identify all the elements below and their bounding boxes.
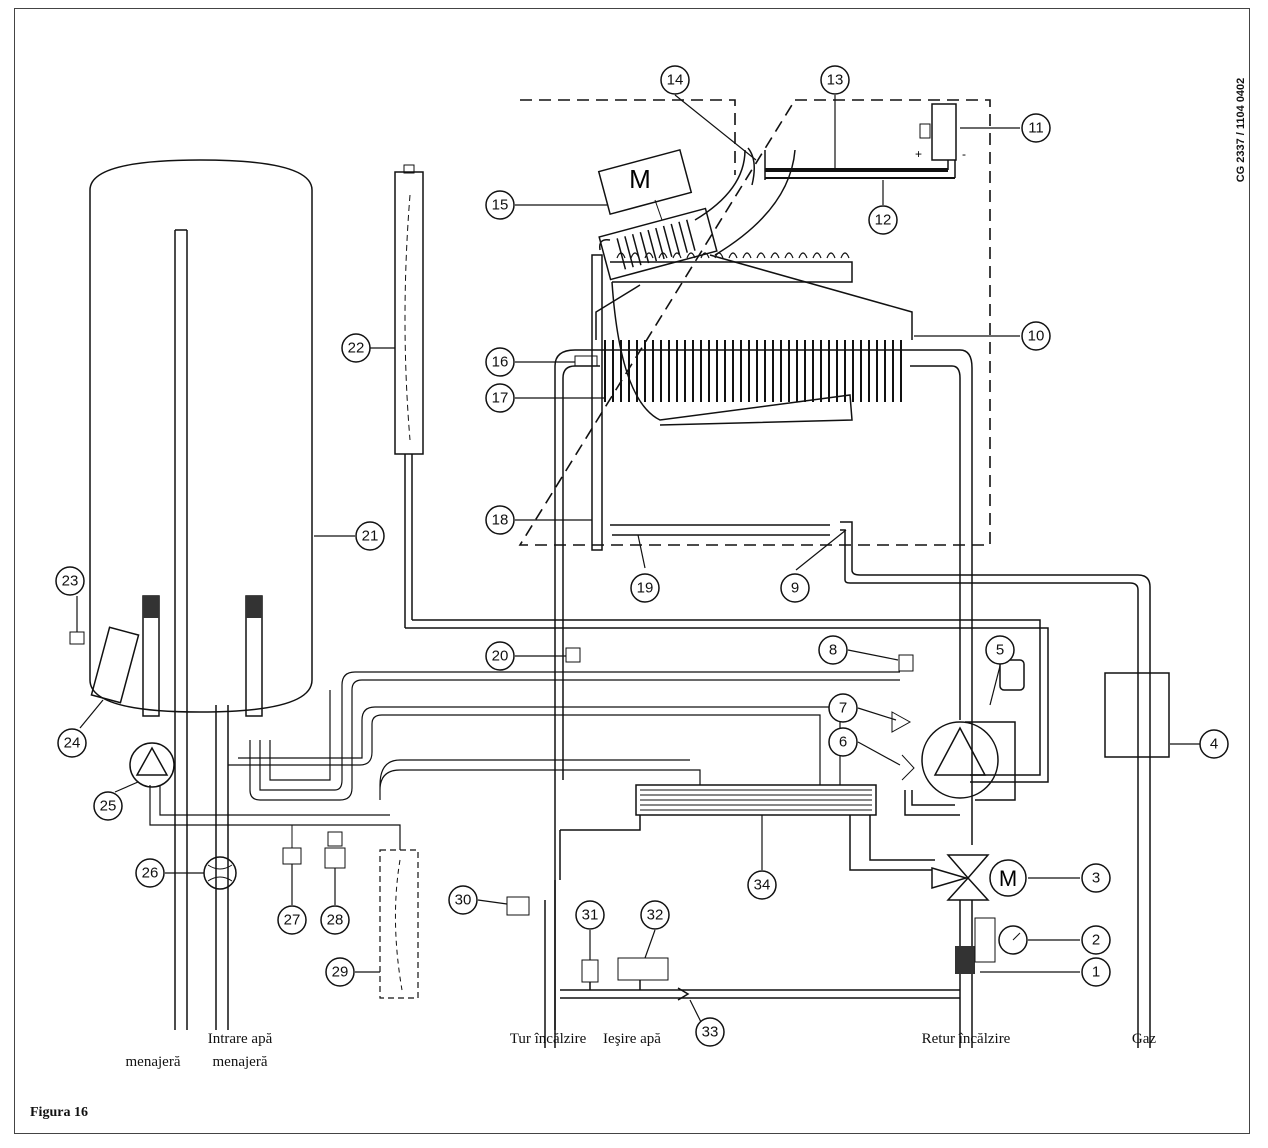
flow-pipe-bottom bbox=[544, 880, 556, 1048]
callout-32: 32 bbox=[647, 907, 664, 924]
callout-1: 1 bbox=[1092, 964, 1100, 981]
tank-sensor-well bbox=[245, 595, 263, 717]
valve-31 bbox=[581, 959, 599, 983]
callout-numbers: 1 2 3 4 5 6 7 8 9 10 11 12 13 14 15 16 1… bbox=[62, 72, 1219, 1041]
callout-30: 30 bbox=[455, 892, 472, 909]
label-gas: Gaz bbox=[1132, 1031, 1156, 1047]
callout-31: 31 bbox=[582, 907, 599, 924]
callout-9: 9 bbox=[791, 580, 799, 597]
flue-hood bbox=[595, 254, 913, 340]
mixing-valve bbox=[203, 705, 237, 1030]
valve-6 bbox=[901, 754, 915, 781]
gas-pipe bbox=[840, 521, 1151, 1048]
diverter-valve: M bbox=[931, 854, 1027, 901]
dhw-pump bbox=[129, 595, 175, 788]
dhw-expansion-vessel bbox=[379, 849, 419, 999]
callout-28: 28 bbox=[327, 912, 344, 929]
callout-2: 2 bbox=[1092, 932, 1100, 949]
relief-pipe bbox=[904, 790, 960, 816]
bypass-pipe bbox=[560, 980, 960, 999]
storage-tank bbox=[89, 159, 313, 1030]
sensor-23 bbox=[69, 631, 85, 645]
callout-13: 13 bbox=[827, 72, 844, 89]
label-dhw-out-left: menajeră bbox=[126, 1054, 181, 1070]
callout-3: 3 bbox=[1092, 870, 1100, 887]
callout-34: 34 bbox=[754, 877, 771, 894]
safety-valve-28 bbox=[324, 831, 346, 869]
callout-24: 24 bbox=[64, 735, 81, 752]
callout-22: 22 bbox=[348, 340, 365, 357]
anode bbox=[90, 626, 140, 704]
callout-5: 5 bbox=[996, 642, 1004, 659]
valve-30 bbox=[506, 896, 530, 916]
main-heat-exchanger bbox=[554, 340, 973, 1030]
callout-33: 33 bbox=[702, 1024, 719, 1041]
pressure-switch-32 bbox=[617, 957, 669, 981]
callout-10: 10 bbox=[1028, 328, 1045, 345]
drawing-code: CG 2337 / 1104 0402 bbox=[1235, 78, 1247, 183]
callout-26: 26 bbox=[142, 865, 159, 882]
svg-text:-: - bbox=[962, 147, 966, 161]
label-heating-return: Retur încălzire bbox=[922, 1031, 1011, 1047]
filter bbox=[955, 946, 975, 974]
callout-23: 23 bbox=[62, 573, 79, 590]
expansion-vessel bbox=[394, 164, 424, 628]
flow-sensor-20 bbox=[565, 647, 581, 663]
figure-frame bbox=[14, 8, 1250, 1134]
callout-circles bbox=[55, 65, 1229, 1047]
callout-29: 29 bbox=[332, 964, 349, 981]
callout-27: 27 bbox=[284, 912, 301, 929]
figure-label: Figura 16 bbox=[30, 1105, 88, 1120]
label-heating-flow: Tur încălzire bbox=[510, 1031, 587, 1047]
valve-7 bbox=[891, 711, 912, 733]
pressure-gauge bbox=[974, 917, 1028, 963]
fan-motor-symbol: M bbox=[629, 164, 651, 194]
callout-11: 11 bbox=[1028, 120, 1044, 137]
dhw-pipes bbox=[149, 671, 900, 850]
burner bbox=[591, 238, 853, 551]
label-cold-water-in-2: menajeră bbox=[213, 1054, 268, 1070]
callout-25: 25 bbox=[100, 798, 117, 815]
expansion-pipe bbox=[405, 627, 1049, 783]
callout-8: 8 bbox=[829, 642, 837, 659]
expansion-pipe-inner bbox=[412, 619, 1041, 776]
callout-4: 4 bbox=[1210, 736, 1218, 753]
callout-18: 18 bbox=[492, 512, 509, 529]
callouts bbox=[76, 94, 1200, 1031]
label-dhw-out: Ieşire apă bbox=[603, 1031, 661, 1047]
boiler-pump bbox=[921, 659, 1025, 801]
safety-valve-27 bbox=[282, 825, 302, 865]
callout-6: 6 bbox=[839, 734, 847, 751]
callout-19: 19 bbox=[637, 580, 654, 597]
callout-15: 15 bbox=[492, 197, 509, 214]
callout-7: 7 bbox=[839, 700, 847, 717]
sensor-8 bbox=[898, 654, 914, 672]
label-cold-water-in: Intrare apă bbox=[208, 1031, 273, 1047]
motor-symbol: M bbox=[999, 866, 1017, 891]
callout-21: 21 bbox=[362, 528, 379, 545]
callout-16: 16 bbox=[492, 354, 509, 371]
callout-14: 14 bbox=[667, 72, 684, 89]
gas-valve-box bbox=[1104, 672, 1170, 758]
fan-assembly: M bbox=[597, 148, 796, 281]
bypass-valve-33 bbox=[677, 987, 690, 1001]
svg-text:+: + bbox=[915, 147, 922, 161]
pressure-tubes: + - bbox=[747, 103, 966, 186]
callout-20: 20 bbox=[492, 648, 509, 665]
boiler-casing bbox=[518, 99, 991, 546]
callout-17: 17 bbox=[492, 390, 509, 407]
callout-12: 12 bbox=[875, 212, 892, 229]
plate-heat-exchanger bbox=[559, 784, 935, 880]
